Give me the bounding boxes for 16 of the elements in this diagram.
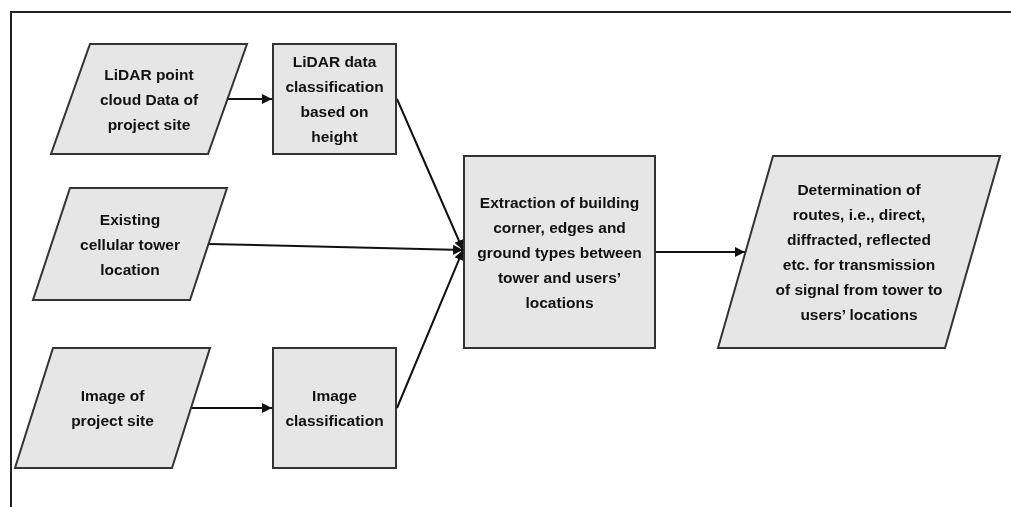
node-label: Determination of routes, i.e., direct, diffracted, reflected etc. for transmission of signal from tower to users’ locations xyxy=(774,180,944,325)
node-label: LiDAR data classification based on height xyxy=(284,52,385,147)
node-label: LiDAR point cloud Data of project site xyxy=(98,64,200,135)
arrow xyxy=(655,247,746,257)
process-box xyxy=(272,347,397,469)
process-box xyxy=(272,43,397,155)
arrow xyxy=(227,94,273,104)
node-label: Extraction of building corner, edges and ground types between tower and users’ locations xyxy=(476,192,643,313)
arrow xyxy=(190,403,273,413)
process-box xyxy=(463,155,656,349)
arrow xyxy=(396,249,464,409)
arrow xyxy=(208,243,464,255)
node-label: Existing cellular tower location xyxy=(80,209,180,280)
node-label: Image classification xyxy=(284,386,385,431)
node-label: Image of project site xyxy=(70,386,155,431)
arrow xyxy=(396,98,464,251)
